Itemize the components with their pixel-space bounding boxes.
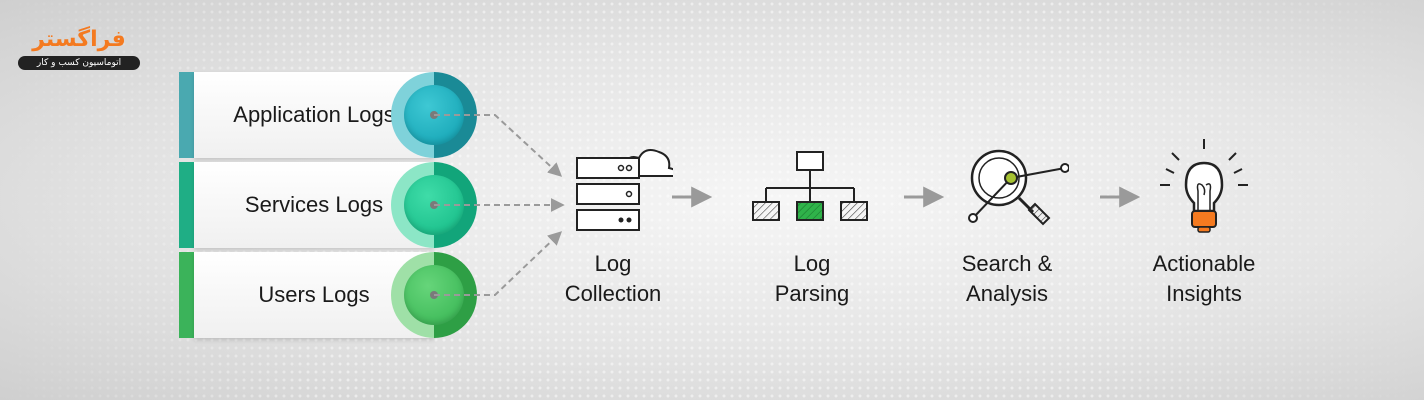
stage-label-line1: Actionable [1152, 251, 1256, 276]
stage-label-line1: Log [594, 251, 632, 276]
connector-users [434, 231, 563, 296]
source-accent-bar [179, 72, 194, 158]
stage-label-line2: Analysis [966, 281, 1048, 306]
magnifier-chart-icon [968, 149, 1070, 226]
source-application-logs: Application Logs [179, 72, 479, 158]
hierarchy-icon [752, 151, 868, 221]
stage-label-line2: Insights [1166, 281, 1242, 306]
source-label: Users Logs [258, 282, 370, 307]
brand-name: فراگستر [32, 27, 126, 52]
lightbulb-icon [1160, 139, 1248, 233]
source-accent-bar [179, 252, 194, 338]
stage-log-collection: Log Collection [553, 140, 678, 309]
source-services-logs: Services Logs [179, 162, 479, 248]
source-label: Services Logs [244, 192, 384, 217]
stage-label-line1: Search & [961, 251, 1053, 276]
stage-actionable-insights: Actionable Insights [1142, 135, 1266, 309]
stage-label-line2: Parsing [774, 281, 850, 306]
source-users-logs: Users Logs [179, 252, 479, 338]
server-cloud-icon [576, 149, 678, 231]
brand-logo: فراگستر اتوماسیون کسب و کار [18, 26, 140, 70]
connector-application [434, 114, 563, 177]
source-label: Application Logs [233, 102, 395, 127]
brand-tagline: اتوماسیون کسب و کار [18, 56, 140, 70]
stage-label-line2: Collection [564, 281, 662, 306]
source-accent-bar [179, 162, 194, 248]
stage-search-analysis: Search & Analysis [945, 140, 1070, 309]
stage-log-parsing: Log Parsing [750, 140, 874, 309]
stage-label-line1: Log [793, 251, 831, 276]
